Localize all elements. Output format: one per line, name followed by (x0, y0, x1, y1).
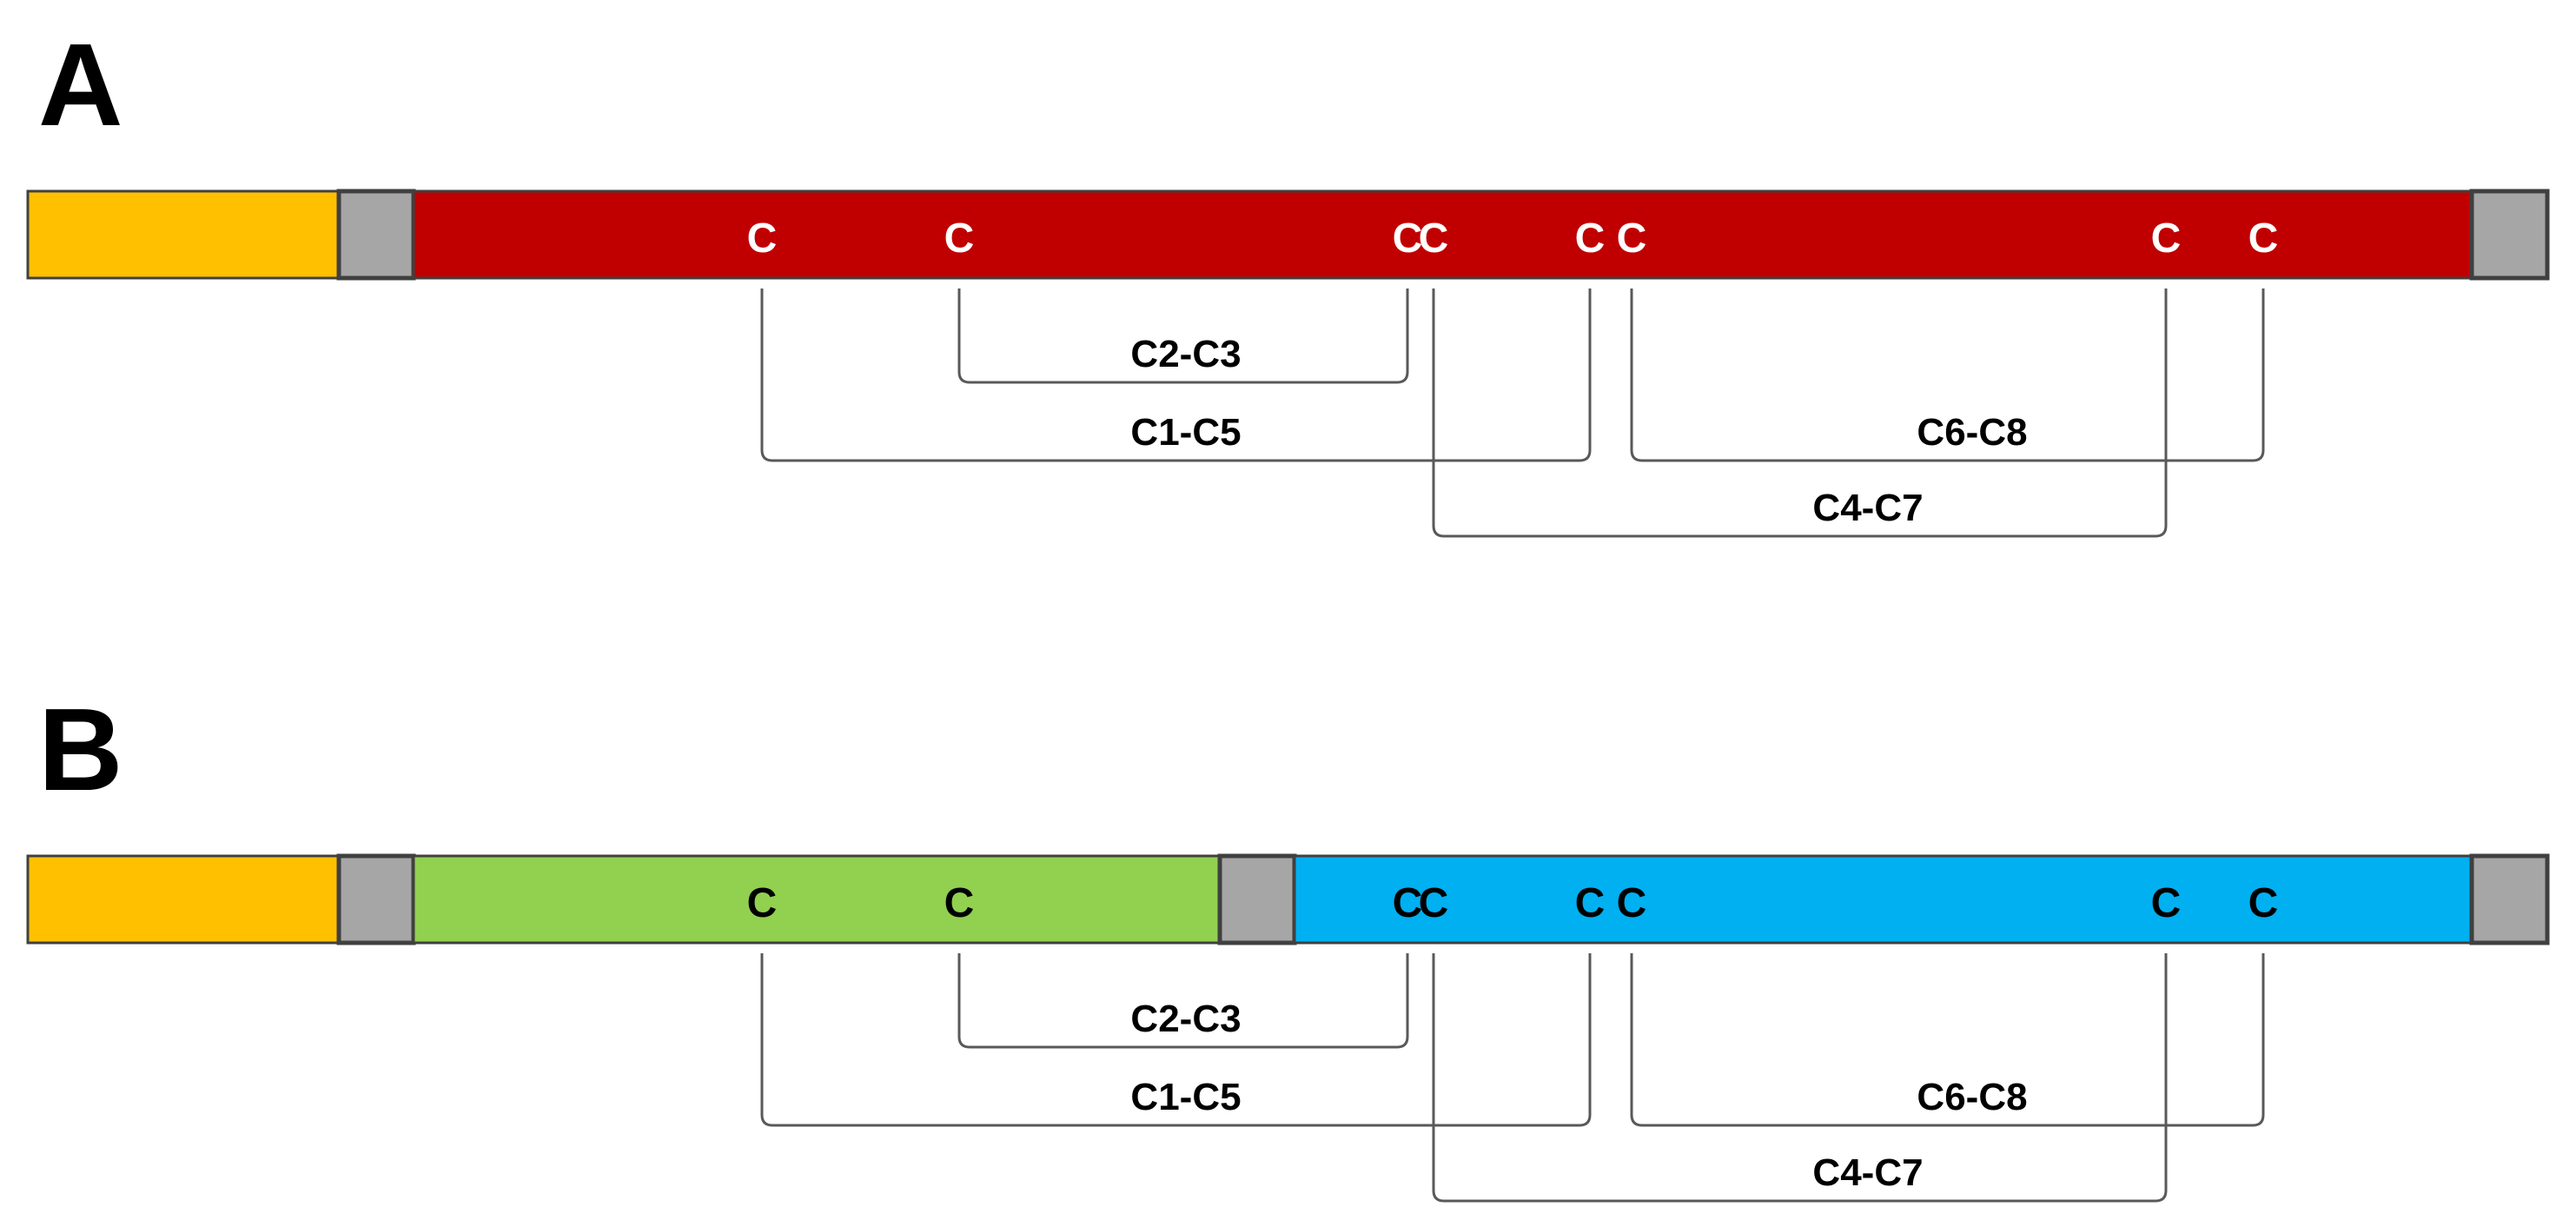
bond-label: C2-C3 (1130, 333, 1241, 375)
bond-label: C1-C5 (1130, 1076, 1241, 1118)
cysteine-label: C (944, 216, 975, 262)
bond-label: C4-C7 (1812, 1151, 1923, 1194)
disulfide-bond-line (760, 953, 1592, 1127)
bond-label: C6-C8 (1917, 1076, 2027, 1118)
disulfide-bond-line (1630, 953, 2265, 1127)
bond-label: C6-C8 (1917, 411, 2027, 454)
cysteine-label: C (1393, 880, 1423, 926)
panel-b-label: B (38, 684, 123, 815)
cysteine-label: C (1617, 880, 1647, 926)
domain-segment (412, 854, 1222, 945)
cysteine-label: C (1575, 880, 1606, 926)
disulfide-bond-line (760, 289, 1592, 462)
bond-label: C2-C3 (1130, 998, 1241, 1040)
linker-segment (336, 189, 416, 281)
cysteine-label: C (1393, 216, 1423, 262)
cysteine-label: C (2248, 216, 2279, 262)
disulfide-bond-line (1630, 289, 2265, 462)
cysteine-label: C (1419, 216, 1449, 262)
cysteine-label: C (944, 880, 975, 926)
linker-segment (1217, 853, 1297, 945)
disulfide-bond-line (957, 953, 1409, 1049)
linker-segment (2469, 853, 2550, 945)
linker-segment (336, 853, 416, 945)
cysteine-label: C (747, 880, 778, 926)
cysteine-label: C (2248, 880, 2279, 926)
cysteine-label: C (2151, 880, 2182, 926)
linker-segment (2469, 189, 2550, 281)
cysteine-label: C (2151, 216, 2182, 262)
domain-segment (412, 189, 2473, 280)
disulfide-bond-line (1432, 289, 2168, 538)
disulfide-bond-line (957, 289, 1409, 384)
bond-label: C1-C5 (1130, 411, 1241, 454)
cysteine-label: C (1575, 216, 1606, 262)
cysteine-label: C (747, 216, 778, 262)
bond-label: C4-C7 (1812, 487, 1923, 529)
disulfide-bond-line (1432, 953, 2168, 1203)
signal-peptide-segment (26, 854, 341, 945)
panel-a-label: A (38, 19, 123, 150)
cysteine-label: C (1419, 880, 1449, 926)
signal-peptide-segment (26, 189, 341, 280)
cysteine-label: C (1617, 216, 1647, 262)
domain-segment (1293, 854, 2473, 945)
